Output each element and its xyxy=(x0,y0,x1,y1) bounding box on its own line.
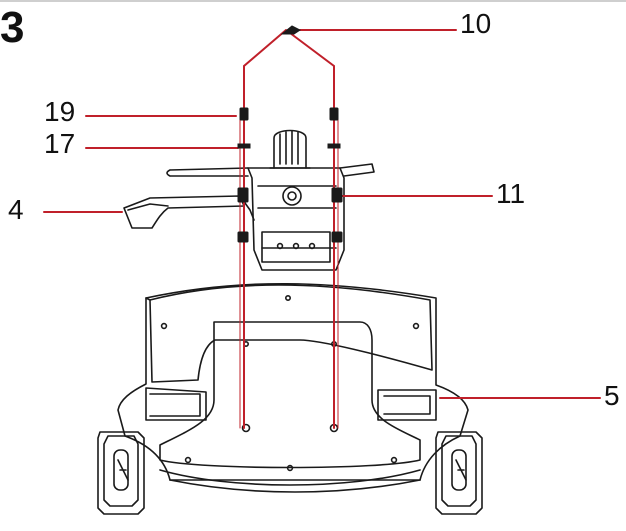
arm-pad xyxy=(123,195,245,229)
bolt-19-left xyxy=(239,107,249,121)
callout-4: 4 xyxy=(8,194,24,225)
left-caster xyxy=(97,431,145,515)
callout-10: 10 xyxy=(460,8,492,39)
seat-plate xyxy=(247,167,345,271)
tilt-lever xyxy=(166,167,249,177)
base-inner-well xyxy=(159,321,421,469)
callout-17: 17 xyxy=(44,128,76,159)
allen-key xyxy=(280,25,301,35)
right-caster xyxy=(435,431,483,515)
left-side-pocket xyxy=(145,387,207,421)
step-number: 3 xyxy=(0,3,25,52)
callout-19: 19 xyxy=(44,96,76,127)
center-hole xyxy=(282,186,302,206)
base-front-lip xyxy=(159,469,421,486)
top-divider xyxy=(0,0,626,2)
bolt-19-right xyxy=(329,107,339,121)
right-side-pocket xyxy=(377,389,437,421)
adjust-knob xyxy=(273,129,307,169)
lower-bracket xyxy=(261,231,331,263)
base-top-plate xyxy=(149,284,433,383)
callout-5: 5 xyxy=(604,380,620,411)
callout-11: 11 xyxy=(496,178,526,209)
allen-key-leader xyxy=(243,29,335,115)
